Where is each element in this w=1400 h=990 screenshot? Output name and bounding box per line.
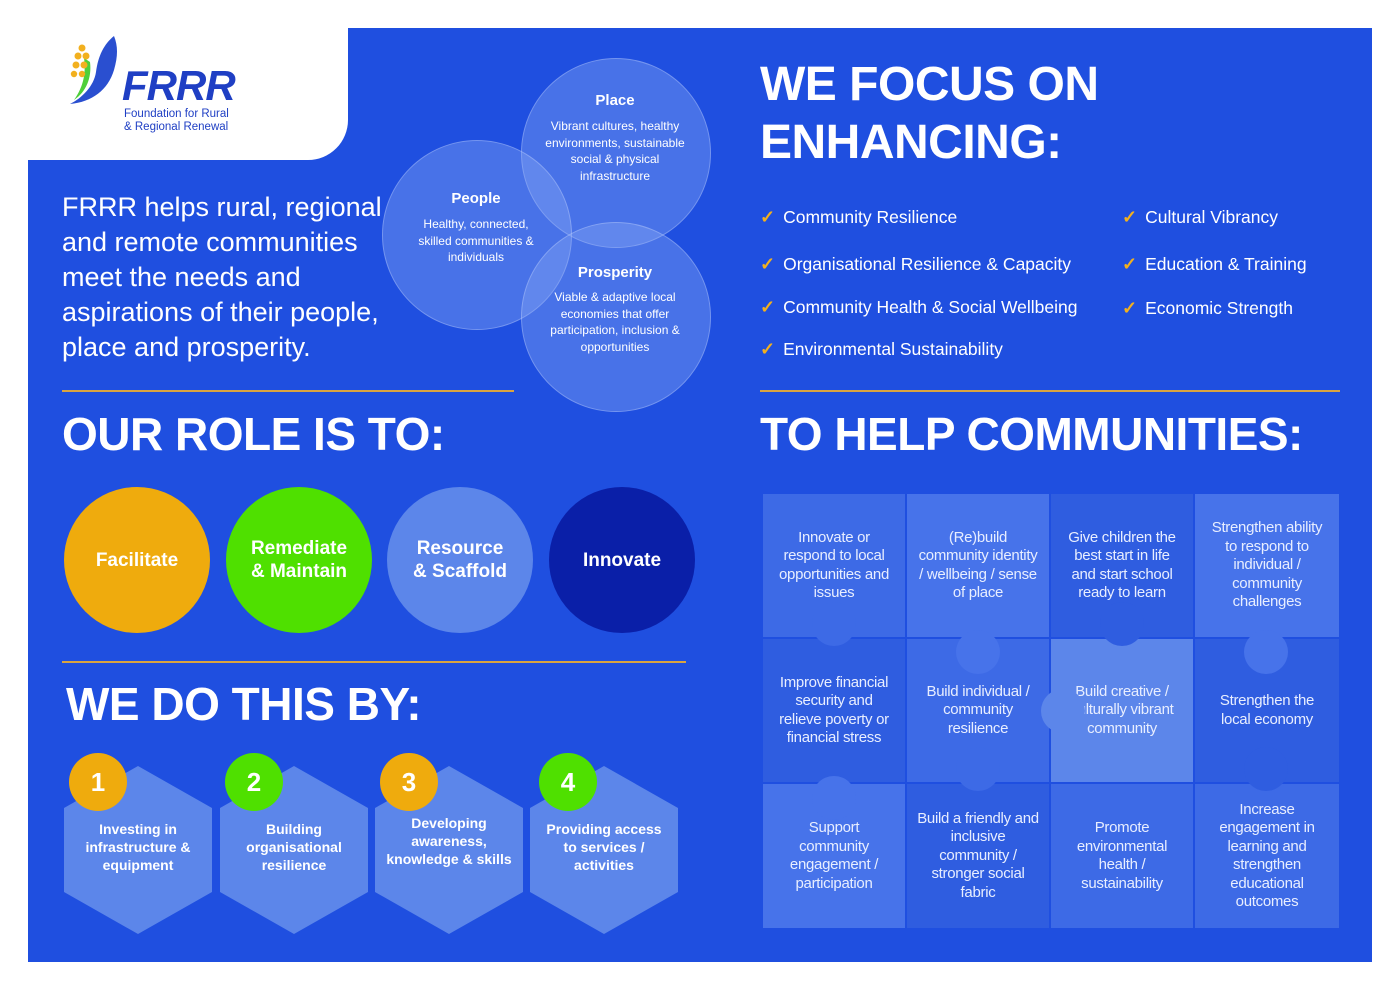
method-label: Providing access to services / activitie… bbox=[546, 821, 662, 873]
focus-item: ✓Community Health & Social Wellbeing bbox=[760, 297, 1078, 317]
puzzle-piece: (Re)build community identity / wellbeing… bbox=[907, 494, 1049, 637]
puzzle-piece: Build creative / culturally vibrant comm… bbox=[1051, 639, 1193, 782]
checkmark-icon: ✓ bbox=[1122, 298, 1138, 318]
puzzle-knob bbox=[1244, 747, 1288, 791]
method-label: Investing in infrastructure & equipment bbox=[85, 821, 191, 873]
help-heading: TO HELP COMMUNITIES: bbox=[760, 408, 1303, 460]
venn-prosperity-title: Prosperity bbox=[577, 264, 653, 281]
puzzle-piece: Build a friendly and inclusive community… bbox=[907, 784, 1049, 928]
methods-heading: WE DO THIS BY: bbox=[66, 678, 422, 730]
method-number-4: 4 bbox=[539, 753, 597, 811]
puzzle-piece: Support community engagement / participa… bbox=[763, 784, 905, 928]
focus-item: ✓Organisational Resilience & Capacity bbox=[760, 254, 1072, 274]
venn-place-body: Vibrant cultures, healthy environments, … bbox=[545, 119, 685, 183]
puzzle-knob bbox=[1100, 602, 1144, 646]
focus-item: ✓Environmental Sustainability bbox=[760, 339, 1003, 359]
venn-people-title: People bbox=[451, 190, 501, 207]
checkmark-icon: ✓ bbox=[760, 207, 776, 227]
puzzle-knob bbox=[956, 747, 1000, 791]
checkmark-icon: ✓ bbox=[760, 254, 776, 274]
checkmark-icon: ✓ bbox=[760, 339, 776, 359]
checkmark-icon: ✓ bbox=[760, 297, 776, 317]
venn-place-title: Place bbox=[595, 92, 635, 109]
role-remediate-maintain: Remediate & Maintain bbox=[226, 487, 372, 633]
puzzle-knob bbox=[812, 776, 856, 820]
logo-wordmark: FRRR bbox=[122, 62, 236, 109]
puzzle-knob bbox=[1041, 689, 1085, 733]
intro-text: FRRR helps rural, regional and remote co… bbox=[62, 192, 382, 362]
role-innovate: Innovate bbox=[549, 487, 695, 633]
puzzle-knob bbox=[1244, 630, 1288, 674]
focus-item: ✓Education & Training bbox=[1122, 254, 1307, 274]
puzzle-piece: Improve financial security and relieve p… bbox=[763, 639, 905, 782]
divider-right bbox=[760, 390, 1340, 392]
puzzle-piece: Strengthen ability to respond to individ… bbox=[1195, 494, 1339, 637]
venn-people-body: Healthy, connected, skilled communities … bbox=[418, 217, 534, 264]
divider-left-top bbox=[62, 390, 514, 392]
focus-item: ✓Community Resilience bbox=[760, 207, 958, 227]
frrr-logo-icon bbox=[70, 36, 117, 104]
method-label: Developing awareness, knowledge & skills bbox=[386, 815, 512, 867]
role-facilitate: Facilitate bbox=[64, 487, 210, 633]
checkmark-icon: ✓ bbox=[1122, 254, 1138, 274]
puzzle-piece: Promote environmental health / sustainab… bbox=[1051, 784, 1193, 928]
method-card-1: Investing in infrastructure & equipment bbox=[64, 766, 212, 934]
puzzle-grid: Innovate or respond to local opportuniti… bbox=[763, 494, 1339, 928]
method-number-1: 1 bbox=[69, 753, 127, 811]
divider-left-bottom bbox=[62, 661, 686, 663]
puzzle-knob bbox=[956, 630, 1000, 674]
puzzle-piece: Give children the best start in life and… bbox=[1051, 494, 1193, 637]
role-heading: OUR ROLE IS TO: bbox=[62, 408, 445, 460]
logo-subtitle: Foundation for Rural & Regional Renewal bbox=[124, 108, 229, 133]
puzzle-piece: Innovate or respond to local opportuniti… bbox=[763, 494, 905, 637]
checkmark-icon: ✓ bbox=[1122, 207, 1138, 227]
focus-item: ✓Cultural Vibrancy bbox=[1122, 207, 1279, 227]
puzzle-piece: Increase engagement in learning and stre… bbox=[1195, 784, 1339, 928]
venn-prosperity-body: Viable & adaptive local economies that o… bbox=[550, 290, 680, 354]
method-card-3: Developing awareness, knowledge & skills bbox=[375, 766, 523, 934]
method-number-2: 2 bbox=[225, 753, 283, 811]
puzzle-knob bbox=[812, 602, 856, 646]
focus-item: ✓Economic Strength bbox=[1122, 298, 1293, 318]
venn-prosperity-circle bbox=[521, 222, 711, 412]
focus-heading: WE FOCUS ON ENHANCING: bbox=[760, 58, 1099, 169]
method-label: Building organisational resilience bbox=[246, 821, 342, 873]
method-number-3: 3 bbox=[380, 753, 438, 811]
role-resource-scaffold: Resource & Scaffold bbox=[387, 487, 533, 633]
